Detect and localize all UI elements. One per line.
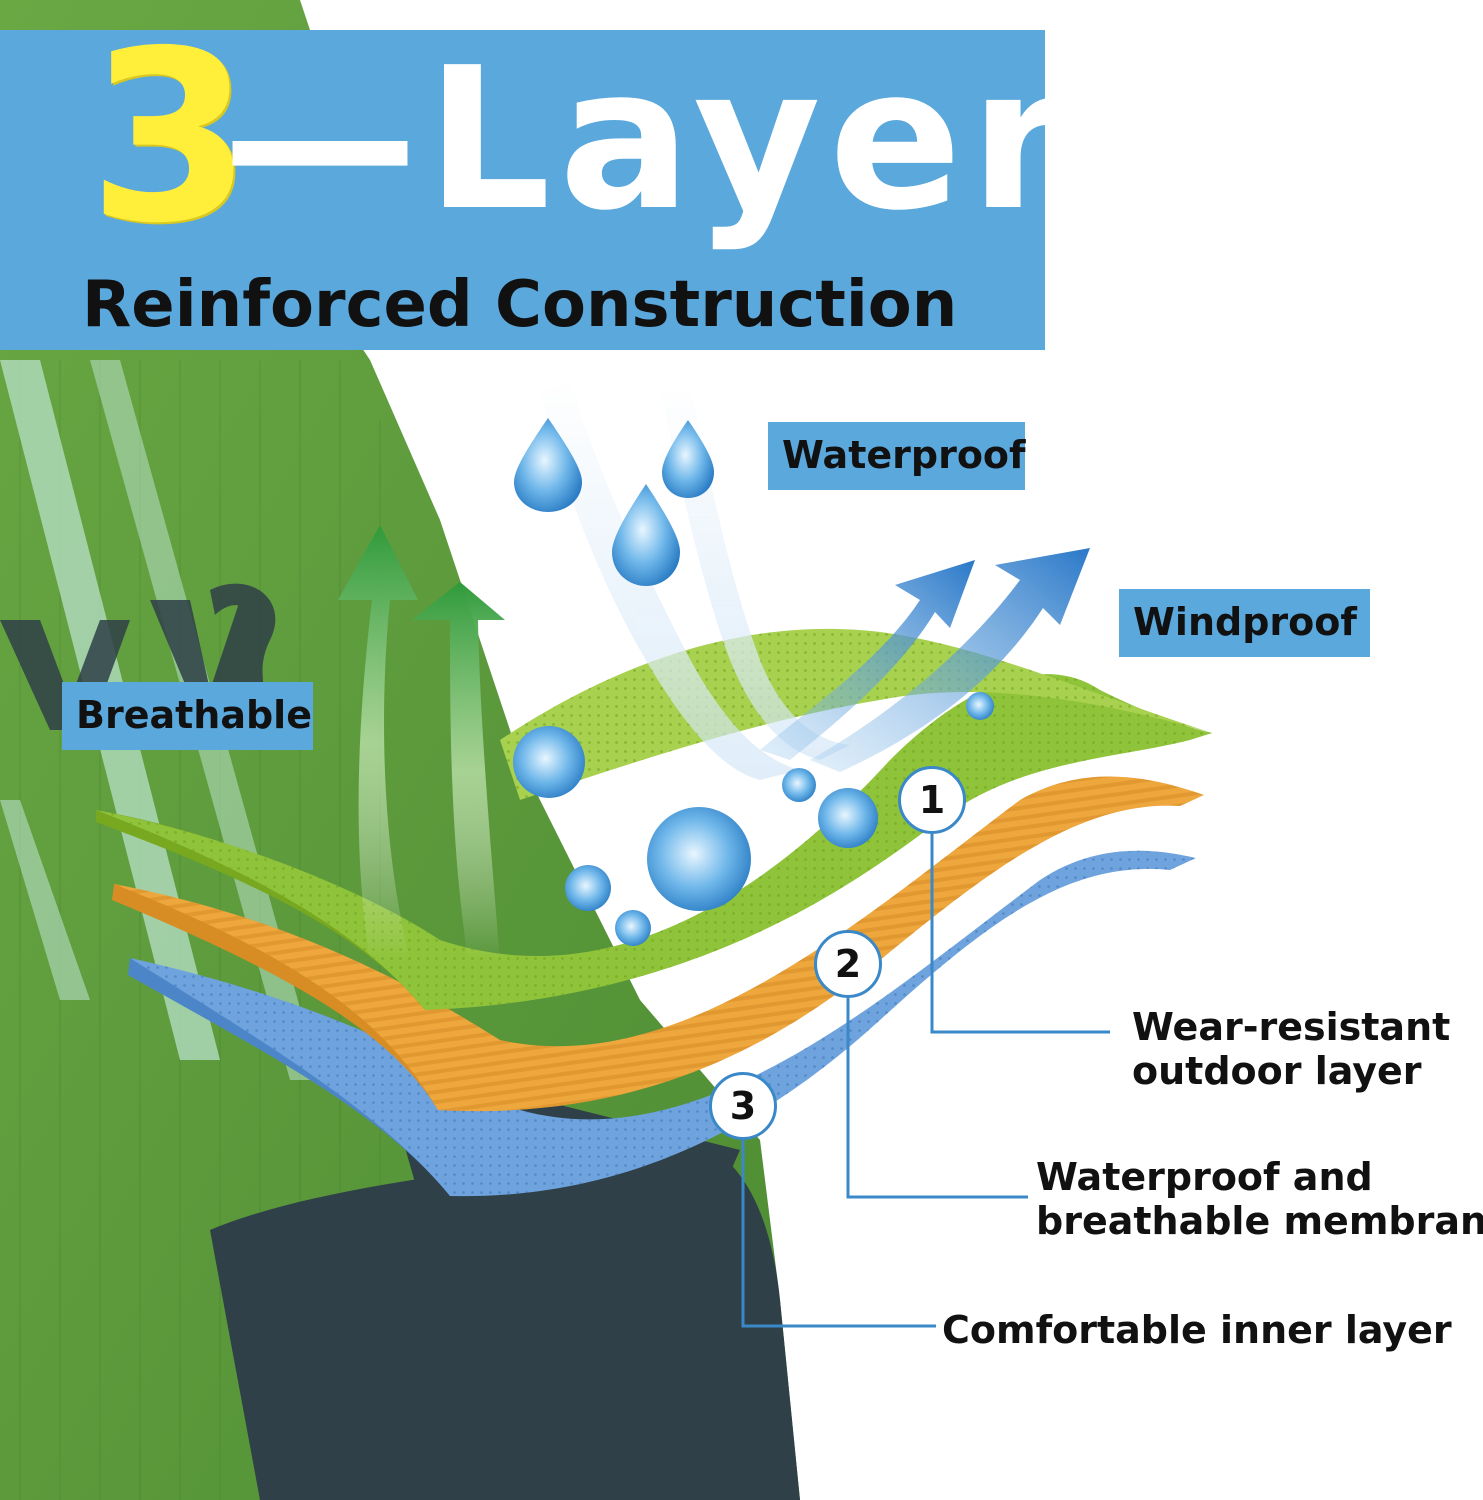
- layer-1-badge: 1: [898, 766, 966, 834]
- water-drop-icon: [513, 418, 994, 946]
- layer-2-label-line1: Waterproof and: [1036, 1155, 1373, 1199]
- title-number: 3: [88, 0, 252, 275]
- breath-arrow-icon: [338, 525, 505, 960]
- layer-2-badge: 2: [814, 930, 882, 998]
- layer-inner-blue: [128, 850, 1196, 1197]
- layer-2-label: Waterproof and breathable membrane: [1036, 1155, 1483, 1243]
- layer-2-label-line2: breathable membrane: [1036, 1199, 1483, 1243]
- windproof-tag: Windproof: [1119, 589, 1370, 657]
- layer-3-label: Comfortable inner layer: [942, 1308, 1452, 1352]
- title-word: —Layer: [222, 26, 1075, 254]
- breathable-tag: Breathable: [62, 682, 313, 750]
- layer-1-label-line2: outdoor layer: [1132, 1049, 1422, 1093]
- header-banner: [0, 30, 1045, 350]
- layer-middle-orange: [112, 776, 1204, 1112]
- layer-1-label: Wear-resistant outdoor layer: [1132, 1005, 1450, 1093]
- layer-3-badge: 3: [709, 1072, 777, 1140]
- page-subtitle: Reinforced Construction: [82, 268, 958, 342]
- layer-1-label-line1: Wear-resistant: [1132, 1005, 1451, 1049]
- wind-arrow-icon: [760, 548, 1090, 772]
- callout-lines: [741, 834, 1110, 1328]
- waterproof-tag: Waterproof: [768, 422, 1026, 490]
- layer-3-label-line1: Comfortable inner layer: [942, 1308, 1452, 1352]
